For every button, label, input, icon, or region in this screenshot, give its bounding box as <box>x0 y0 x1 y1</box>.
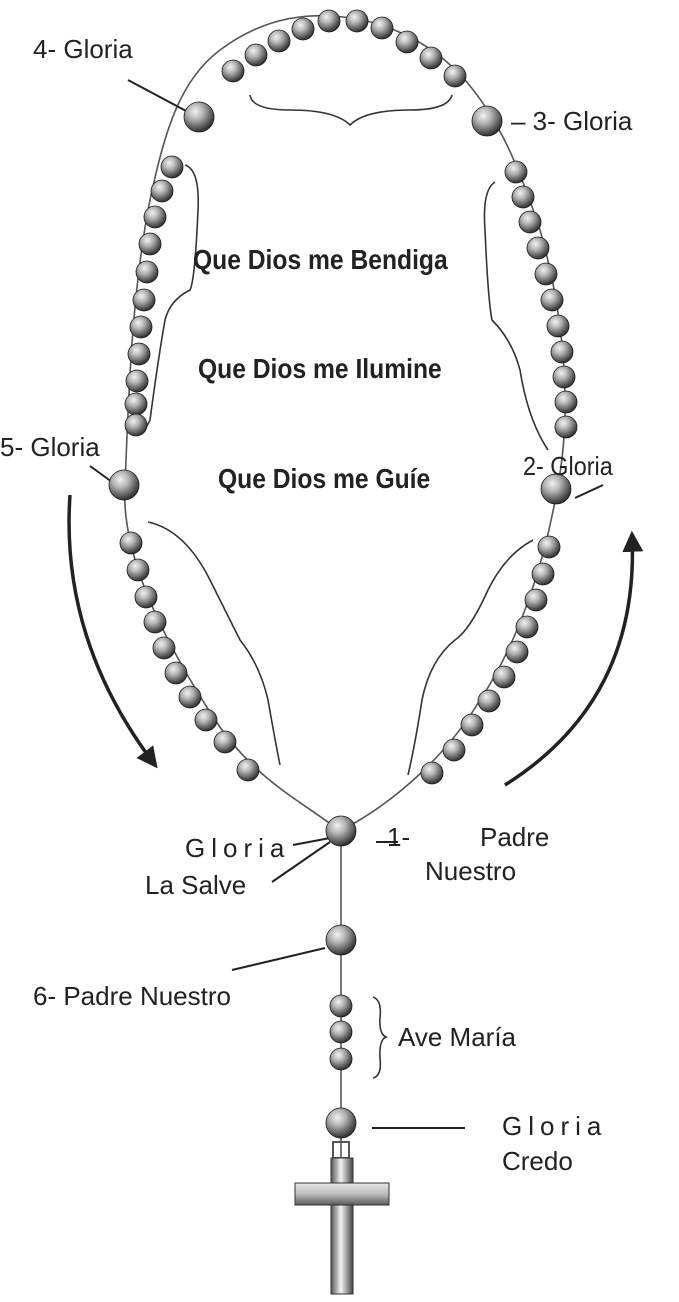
bead-small <box>504 160 528 184</box>
bead-small <box>126 558 150 582</box>
label-gloria-bottom: Gloria <box>502 1111 608 1141</box>
brace-left <box>137 164 200 433</box>
brace-right <box>483 181 549 451</box>
label-la-salve: La Salve <box>145 870 247 900</box>
bead-small <box>442 738 466 762</box>
bead-small <box>511 185 535 209</box>
leader-gloria-center <box>292 837 331 846</box>
label-gloria-4: 4- Gloria <box>33 34 133 64</box>
label-credo: Credo <box>502 1146 573 1176</box>
beads-group <box>108 9 578 1139</box>
bead-small <box>221 59 245 83</box>
label-ave-maria: Ave María <box>398 1022 517 1052</box>
bead-small <box>291 17 315 41</box>
bead-small <box>194 708 218 732</box>
bead-small <box>244 43 268 67</box>
bead-small <box>552 365 576 389</box>
leader-gloria-4 <box>127 79 189 113</box>
rosary-string-loop <box>123 14 566 832</box>
bead-small <box>550 340 574 364</box>
bead-small <box>317 9 341 33</box>
bead-small <box>164 661 188 685</box>
bead-small <box>534 262 558 286</box>
bead-small <box>134 585 158 609</box>
bead-small <box>518 210 542 234</box>
bead-small <box>138 232 162 256</box>
bead-small <box>477 689 501 713</box>
bead-small <box>537 535 561 559</box>
prayer-bendiga: Que Dios me Bendiga <box>193 244 448 275</box>
label-gloria-center: Gloria <box>185 833 291 863</box>
leader-gloria-2 <box>574 484 604 499</box>
bead-small <box>395 30 419 54</box>
bead-small <box>345 9 369 33</box>
brace-ave-maria <box>372 996 389 1079</box>
bead-small <box>124 413 148 437</box>
bead-small <box>124 392 148 416</box>
bead-small <box>515 615 539 639</box>
bead-small <box>524 588 548 612</box>
arrow-left <box>67 494 158 769</box>
bead-large <box>325 924 357 956</box>
bead-small <box>160 155 184 179</box>
label-gloria-5: 5- Gloria <box>0 432 100 462</box>
bead-small <box>143 610 167 634</box>
bead-small <box>460 713 484 737</box>
bead-large <box>471 105 503 137</box>
bead-small <box>370 16 394 40</box>
bead-small <box>554 390 578 414</box>
bead-small <box>129 315 153 339</box>
bead-small <box>213 730 237 754</box>
bead-small <box>178 685 202 709</box>
bead-small <box>150 179 174 203</box>
bead-small <box>443 64 467 88</box>
bead-small <box>329 994 353 1018</box>
label-gloria-2: 2- Gloria <box>523 451 613 481</box>
prayer-guie: Que Dios me Guíe <box>218 463 431 494</box>
label-padre-1-nuestro: Nuestro <box>425 856 517 886</box>
cross-icon <box>294 1141 390 1295</box>
bead-small <box>132 288 156 312</box>
bead-small <box>492 665 516 689</box>
bead-small <box>505 640 529 664</box>
bead-large <box>108 469 140 501</box>
leader-gloria-5 <box>89 465 113 483</box>
prayer-ilumine: Que Dios me Ilumine <box>198 353 442 384</box>
label-padre-1-number: 1- <box>387 822 411 852</box>
brace-top <box>249 94 453 127</box>
bead-small <box>420 761 444 785</box>
bead-small <box>419 46 443 70</box>
bead-small <box>526 236 550 260</box>
bead-small <box>152 636 176 660</box>
brace-lower-left <box>147 521 281 766</box>
bead-large <box>540 473 572 505</box>
bead-small <box>135 260 159 284</box>
bead-small <box>125 369 149 393</box>
bead-small <box>554 415 578 439</box>
bead-small <box>531 562 555 586</box>
bead-large <box>183 101 215 133</box>
brace-lower-right <box>407 539 534 776</box>
leader-la-salve <box>271 841 331 883</box>
bead-large <box>325 815 357 847</box>
label-padre-6: 6- Padre Nuestro <box>33 981 231 1011</box>
arrow-right <box>504 530 644 787</box>
bead-small <box>329 1047 353 1071</box>
bead-small <box>329 1020 353 1044</box>
label-gloria-3: – 3- Gloria <box>511 106 633 136</box>
bead-small <box>540 288 564 312</box>
bead-small <box>267 29 291 53</box>
bead-small <box>127 342 151 366</box>
leader-padre-6 <box>231 947 326 971</box>
bead-small <box>119 531 143 555</box>
bead-large <box>325 1107 357 1139</box>
bead-small <box>236 758 260 782</box>
label-padre-1: Padre <box>480 822 550 852</box>
bead-small <box>546 314 570 338</box>
bead-small <box>143 205 167 229</box>
